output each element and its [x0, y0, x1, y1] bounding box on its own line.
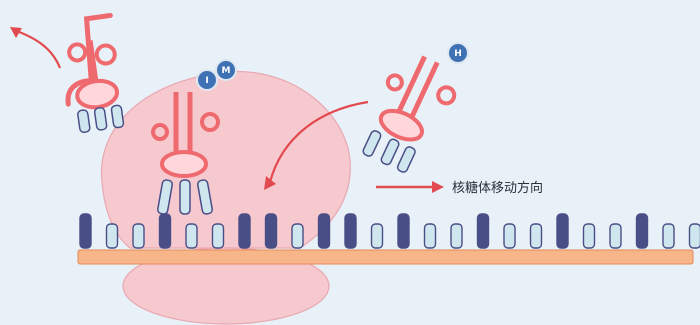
mrna-base [317, 213, 331, 249]
mrna-base [132, 223, 145, 249]
mrna-base [105, 223, 119, 249]
mrna-base [476, 213, 490, 249]
ribosome-large-subunit [100, 70, 351, 249]
mrna-base [344, 213, 357, 249]
amino-acid-h [447, 42, 469, 64]
mrna-base [211, 223, 225, 249]
trna-incoming [362, 55, 457, 173]
mrna-strand [77, 249, 694, 265]
trna-entry-arrowhead [264, 176, 276, 190]
mrna-base [264, 213, 278, 249]
ribosome-direction-label: 核糖体移动方向 [452, 180, 543, 196]
amino-acid-m-label: M [222, 66, 231, 76]
trna-exit-arrow [13, 28, 62, 69]
mrna-base [529, 223, 543, 249]
mrna-codons [79, 213, 700, 249]
ribosome-direction-arrowhead [432, 181, 444, 193]
mrna-base [79, 213, 92, 249]
mrna-base [503, 223, 516, 249]
mrna-base [291, 223, 304, 249]
amino-acid-i-label: Ⅰ [205, 76, 208, 86]
mrna-base [635, 213, 649, 249]
trna-p-site [151, 92, 220, 215]
mrna-base [185, 223, 198, 249]
mrna-base [158, 213, 172, 249]
trna-leaving [65, 12, 125, 134]
trna-entry-arrow [268, 100, 369, 183]
trna-exit-arrowhead [10, 27, 22, 38]
mrna-base [609, 223, 622, 249]
mrna-base [582, 223, 596, 249]
ribosome-small-subunit [122, 247, 330, 325]
amino-acid-h-label: H [454, 49, 462, 59]
mrna-base [662, 223, 675, 249]
mrna-base [423, 223, 437, 249]
mrna-base [688, 223, 700, 249]
mrna-base [370, 223, 384, 249]
mrna-base [238, 213, 251, 249]
mrna-base [397, 213, 410, 249]
mrna-base [556, 213, 569, 249]
mrna-base [450, 223, 463, 249]
amino-acid-chain: Ⅰ M [196, 59, 237, 91]
